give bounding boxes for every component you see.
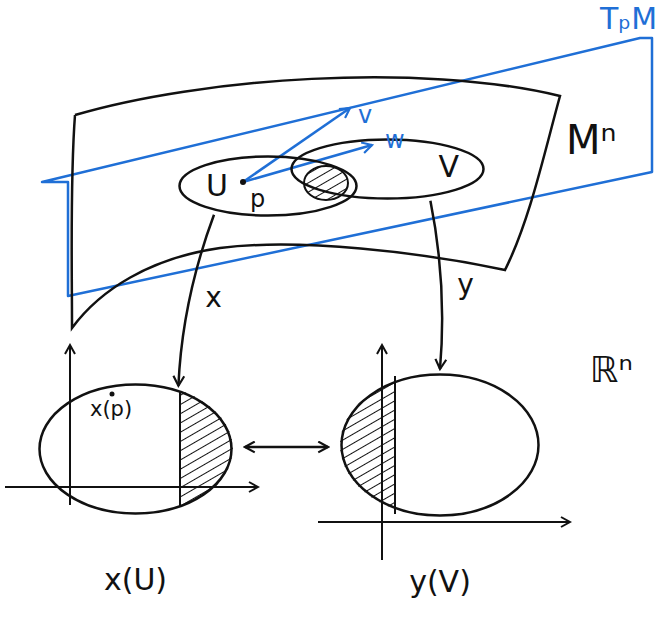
region-label: y(V) bbox=[409, 567, 471, 597]
chart-region: x(U) bbox=[38, 383, 233, 515]
axis bbox=[318, 521, 570, 523]
region-outline bbox=[38, 383, 233, 515]
region-outline bbox=[180, 157, 357, 216]
region-boundary bbox=[394, 376, 396, 514]
axis bbox=[69, 345, 71, 505]
map-arrow bbox=[430, 201, 442, 369]
region-outline bbox=[342, 375, 539, 516]
region-label: x(U) bbox=[104, 565, 167, 595]
region-outline bbox=[40, 385, 232, 514]
map-arrow bbox=[245, 446, 328, 449]
math-label: Mⁿ bbox=[566, 120, 616, 160]
manifold-sheet bbox=[72, 77, 560, 328]
axis bbox=[5, 486, 258, 488]
map-label: y bbox=[455, 271, 476, 299]
region-label: U bbox=[206, 171, 228, 201]
point-xp bbox=[110, 392, 115, 397]
hatched-region bbox=[335, 370, 395, 520]
point-p bbox=[240, 179, 246, 185]
region-outline bbox=[340, 373, 540, 517]
region-outline bbox=[178, 155, 358, 217]
region-boundary bbox=[179, 392, 181, 506]
math-label: v bbox=[358, 103, 372, 127]
math-label: ℝⁿ bbox=[590, 352, 633, 388]
math-label: x(p) bbox=[90, 399, 132, 420]
math-label: p bbox=[250, 187, 265, 211]
region-label: V bbox=[438, 152, 459, 182]
chart-region: U bbox=[178, 155, 358, 217]
math-label: TₚM bbox=[600, 4, 657, 34]
chart-region: y(V) bbox=[340, 373, 540, 517]
map-label: x bbox=[203, 284, 224, 312]
math-label: w bbox=[385, 128, 405, 152]
